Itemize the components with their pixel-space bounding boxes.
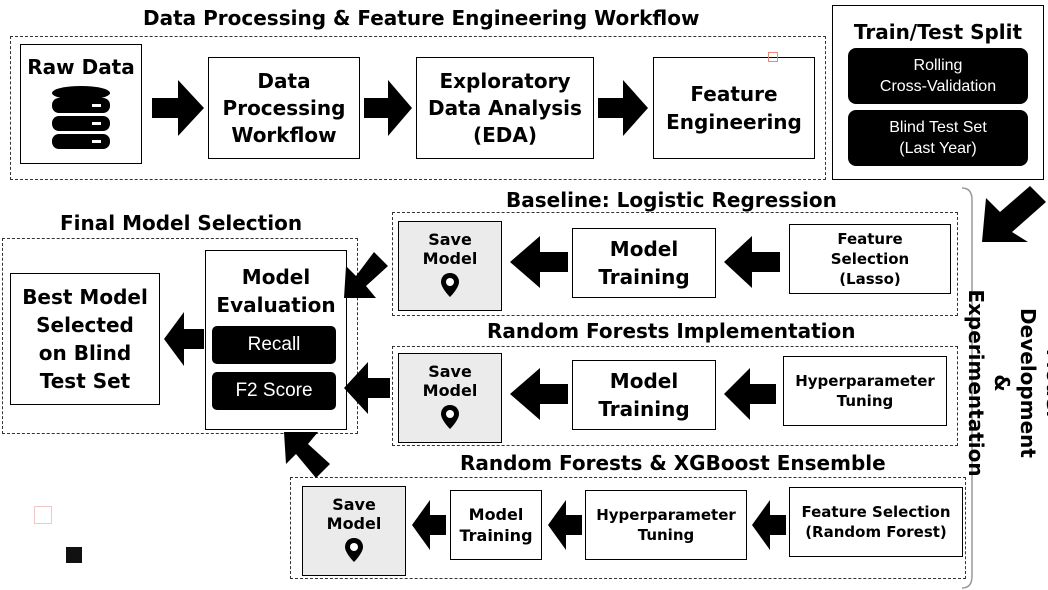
blind-test-pill: Blind Test Set (Last Year) xyxy=(848,110,1028,166)
arrow-left-icon xyxy=(164,312,204,366)
arrow-right-icon xyxy=(152,80,204,136)
random-forests-training-box: Model Training xyxy=(572,360,716,430)
section-bracket xyxy=(961,187,973,589)
rolling-cv-pill: Rolling Cross-Validation xyxy=(848,48,1028,104)
ensemble-save-box: Save Model xyxy=(302,486,406,576)
arrow-down-left-icon xyxy=(982,186,1046,242)
arrow-left-icon xyxy=(548,500,582,550)
arrow-left-icon xyxy=(752,500,786,550)
arrow-left-icon xyxy=(510,368,568,420)
final-selection-title: Final Model Selection xyxy=(60,211,303,235)
random-forests-tuning-box: Hyperparameter Tuning xyxy=(783,356,947,426)
ensemble-container xyxy=(290,477,966,579)
location-pin-icon xyxy=(345,538,363,562)
ensemble-title: Random Forests & XGBoost Ensemble xyxy=(460,451,886,475)
arrow-left-icon xyxy=(724,236,780,288)
feature-engineering-box: Feature Engineering xyxy=(653,57,815,159)
raw-data-box: Raw Data xyxy=(20,44,142,164)
save-model-label: Save Model xyxy=(326,495,382,533)
baseline-container xyxy=(392,212,958,316)
model-evaluation-title: Model Evaluation xyxy=(216,265,336,317)
baseline-save-box: Save Model xyxy=(398,221,502,311)
random-forests-title: Random Forests Implementation xyxy=(487,319,856,343)
ensemble-feature-selection-box: Feature Selection (Random Forest) xyxy=(789,487,963,557)
location-pin-icon xyxy=(441,405,459,429)
location-pin-icon xyxy=(441,273,459,297)
save-model-label: Save Model xyxy=(422,230,478,268)
random-forests-save-box: Save Model xyxy=(398,353,502,443)
baseline-feature-selection-box: Feature Selection (Lasso) xyxy=(789,224,951,294)
f2-score-pill: F2 Score xyxy=(212,372,336,410)
decor-square xyxy=(768,52,778,62)
data-processing-box: Data Processing Workflow xyxy=(208,57,360,159)
arrow-up-left-icon xyxy=(284,432,330,478)
ensemble-tuning-box: Hyperparameter Tuning xyxy=(585,490,747,560)
recall-pill: Recall xyxy=(212,326,336,364)
arrow-down-left-icon xyxy=(344,252,388,298)
arrow-right-icon xyxy=(364,80,412,136)
database-icon xyxy=(52,86,110,149)
data-processing-title: Data Processing & Feature Engineering Wo… xyxy=(143,6,700,30)
baseline-title: Baseline: Logistic Regression xyxy=(506,188,837,212)
arrow-right-icon xyxy=(598,80,648,136)
data-processing-container xyxy=(10,36,826,180)
arrow-left-icon xyxy=(724,368,776,420)
model-dev-title: Model Development & Experimentation xyxy=(964,289,1048,477)
eda-box: Exploratory Data Analysis (EDA) xyxy=(416,57,594,159)
arrow-left-icon xyxy=(344,362,390,414)
random-forests-container xyxy=(392,346,958,446)
raw-data-label: Raw Data xyxy=(27,55,135,79)
train-test-container xyxy=(832,5,1044,180)
best-model-box: Best Model Selected on Blind Test Set xyxy=(10,273,160,405)
arrow-left-icon xyxy=(510,236,568,288)
ensemble-training-box: Model Training xyxy=(450,490,542,560)
save-model-label: Save Model xyxy=(422,362,478,400)
train-test-title: Train/Test Split xyxy=(853,20,1023,44)
arrow-left-icon xyxy=(412,500,446,550)
decor-square xyxy=(34,506,52,524)
baseline-training-box: Model Training xyxy=(572,228,716,298)
final-selection-container xyxy=(2,238,358,434)
decor-square xyxy=(66,547,82,563)
